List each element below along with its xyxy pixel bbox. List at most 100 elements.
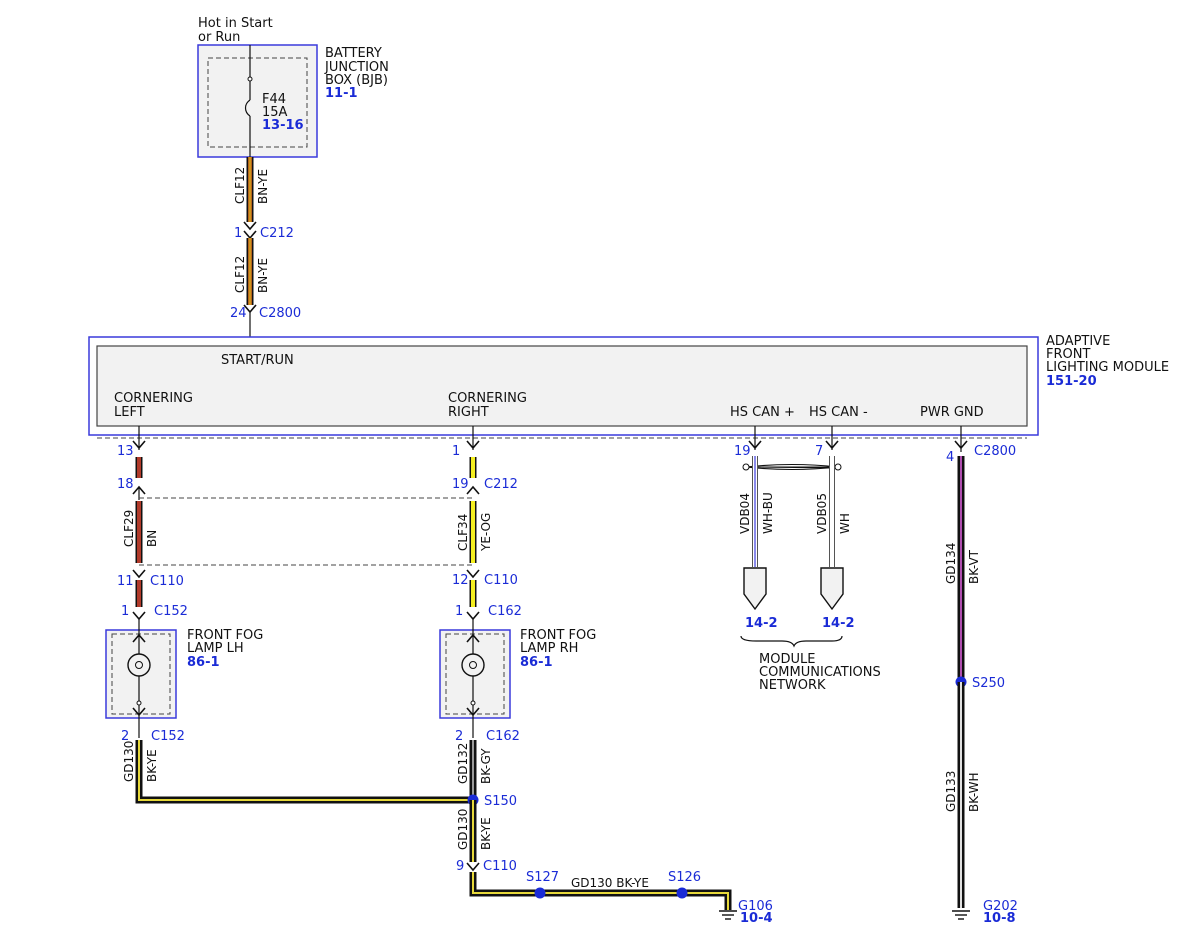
network-ref-link[interactable]: 14-2 (745, 616, 778, 631)
connector-c162-top[interactable] (466, 611, 480, 621)
connector-pin: 1 (234, 226, 242, 241)
connector-name: C212 (484, 477, 518, 492)
module-name: LIGHTING MODULE (1046, 360, 1169, 375)
splice-label: S126 (668, 870, 701, 885)
wire-circuit-label: GD134 (944, 543, 958, 584)
continuation-arrow-icon[interactable] (743, 567, 767, 611)
lamp-lh-name: FRONT FOG (187, 628, 263, 643)
module-pin-label-cornering-left: CORNERING (114, 391, 193, 406)
connector-name: C212 (260, 226, 294, 241)
network-label: NETWORK (759, 678, 826, 693)
connector-name: C152 (154, 604, 188, 619)
lamp-rh-name: FRONT FOG (520, 628, 596, 643)
splice-s126[interactable] (676, 887, 688, 899)
connector-pin: 1 (452, 444, 460, 459)
splice-s127[interactable] (534, 887, 546, 899)
bjb-ref-link[interactable]: 11-1 (325, 86, 358, 101)
hs-can-minus-pin[interactable] (825, 426, 839, 450)
front-fog-lamp-rh[interactable] (439, 619, 511, 738)
connector-pin: 1 (455, 604, 463, 619)
wire-circuit-label: VDB05 (815, 493, 829, 534)
network-ref-link[interactable]: 14-2 (822, 616, 855, 631)
wire-circuit-label: GD133 (944, 771, 958, 812)
wire-color-label: BK-WH (967, 772, 981, 812)
wire-color-label: BN (145, 530, 159, 547)
fuse-ref-link[interactable]: 13-16 (262, 118, 304, 133)
network-brace-icon (740, 635, 843, 648)
wire-circuit-label: CLF12 (233, 167, 247, 204)
wire-label: GD130 BK-YE (571, 876, 649, 890)
lamp-rh-name: LAMP RH (520, 641, 578, 656)
connector-c212-top[interactable] (243, 221, 257, 240)
ground-label: G106 (738, 899, 773, 914)
splice-label: S150 (484, 794, 517, 809)
lamp-rh-ref-link[interactable]: 86-1 (520, 655, 553, 670)
left-pin-13[interactable] (132, 426, 146, 450)
ground-g202-icon[interactable] (952, 910, 970, 920)
hs-can-plus-pin[interactable] (748, 426, 762, 450)
connector-name: C152 (151, 729, 185, 744)
ground-ref-link[interactable]: 10-4 (740, 911, 773, 926)
bjb-name: JUNCTION (324, 60, 389, 75)
module-pin-label-pwr-gnd: PWR GND (920, 405, 984, 420)
wire-circuit-label: CLF29 (122, 510, 136, 547)
connector-pin: 7 (815, 444, 823, 459)
wire-circuit-label: VDB04 (738, 493, 752, 534)
bjb-supply-text: or Run (198, 30, 240, 45)
connector-name: C2800 (974, 444, 1016, 459)
wire-gd130-left[interactable] (135, 740, 473, 804)
continuation-arrow-icon[interactable] (820, 567, 844, 611)
connector-c110-left[interactable] (132, 569, 146, 579)
connector-pin: 4 (946, 450, 954, 465)
module-pin-label-cornering-right: RIGHT (448, 405, 489, 420)
wire-color-label: YE-OG (479, 513, 493, 552)
module-pin-label-start-run: START/RUN (221, 353, 294, 368)
ground-label: G202 (983, 899, 1018, 914)
battery-junction-box[interactable] (197, 44, 318, 158)
module-pin-label-cornering-left: LEFT (114, 405, 145, 420)
connector-pin: 19 (734, 444, 751, 459)
network-label: MODULE (759, 652, 815, 667)
connector-c110-bottom[interactable] (466, 862, 480, 872)
connector-pin: 24 (230, 306, 247, 321)
connector-pin: 19 (452, 477, 469, 492)
fuse-f44[interactable] (244, 45, 253, 157)
bjb-supply-text: Hot in Start (198, 16, 273, 31)
bjb-name: BATTERY (325, 46, 382, 61)
splice-label: S127 (526, 870, 559, 885)
connector-name: C162 (488, 604, 522, 619)
module-pin-label-hs-can-plus: HS CAN + (730, 405, 795, 420)
connector-name: C110 (483, 859, 517, 874)
wire-circuit-label: GD130 (456, 809, 470, 850)
connector-c152-top[interactable] (132, 611, 146, 621)
front-fog-lamp-lh[interactable] (105, 619, 177, 738)
ground-g106-icon[interactable] (719, 910, 737, 920)
module-ref-link[interactable]: 151-20 (1046, 374, 1097, 389)
connector-pin: 18 (117, 477, 134, 492)
connector-pin: 2 (455, 729, 463, 744)
ground-ref-link[interactable]: 10-8 (983, 911, 1016, 926)
connector-pin: 13 (117, 444, 134, 459)
connector-name: C110 (484, 573, 518, 588)
connector-c212-right[interactable] (466, 485, 480, 495)
fuse-rating: 15A (262, 105, 288, 120)
wire-circuit-label: GD130 (122, 741, 136, 782)
connector-name: C2800 (259, 306, 301, 321)
wire-gd130-bottom[interactable] (469, 872, 732, 910)
connector-name: C110 (150, 574, 184, 589)
connector-pin: 11 (117, 574, 134, 589)
module-name: FRONT (1046, 347, 1090, 362)
wire-color-label: BN-YE (256, 169, 270, 204)
connector-c110-right[interactable] (466, 569, 480, 579)
pwr-gnd-pin[interactable] (954, 426, 968, 452)
wire-color-label: BN-YE (256, 258, 270, 293)
connector-pin: 2 (121, 729, 129, 744)
splice-label: S250 (972, 676, 1005, 691)
connector-pin: 1 (121, 604, 129, 619)
module-pin-label-cornering-right: CORNERING (448, 391, 527, 406)
network-label: COMMUNICATIONS (759, 665, 881, 680)
lamp-lh-ref-link[interactable]: 86-1 (187, 655, 220, 670)
right-pin-1[interactable] (466, 426, 480, 450)
adaptive-front-lighting-module[interactable] (88, 336, 1039, 436)
